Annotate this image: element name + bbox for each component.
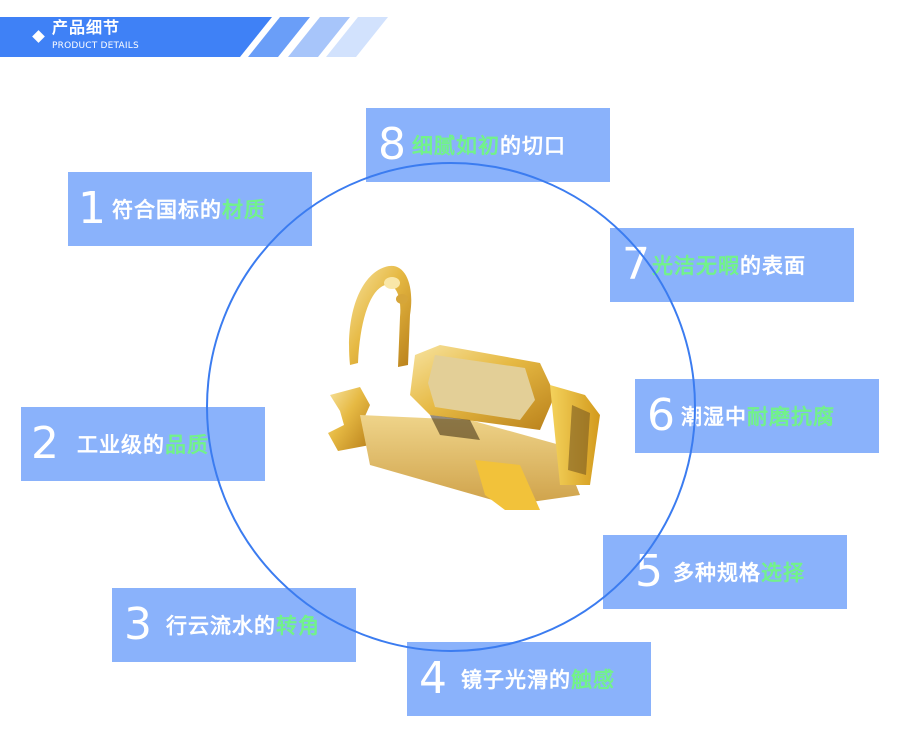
feature-number: 7 — [622, 239, 650, 290]
feature-text: 工业级的品质 — [77, 433, 209, 457]
gold-terminal-icon — [328, 265, 600, 510]
feature-number: 1 — [78, 183, 106, 234]
section-subtitle: PRODUCT DETAILS — [52, 41, 139, 51]
feature-text: 行云流水的转角 — [166, 614, 320, 638]
feature-4: 4 镜子光滑的触感 — [407, 642, 651, 716]
feature-text: 光洁无暇的表面 — [652, 254, 806, 278]
header-stripes-graphic — [0, 17, 388, 57]
feature-number: 2 — [31, 418, 59, 469]
feature-2: 2 工业级的品质 — [21, 407, 265, 481]
feature-text: 多种规格选择 — [673, 561, 805, 585]
section-title: 产品细节 — [52, 18, 121, 37]
feature-number: 4 — [419, 653, 447, 704]
feature-number: 8 — [378, 119, 406, 170]
feature-3: 3 行云流水的转角 — [112, 588, 356, 662]
feature-number: 3 — [124, 599, 152, 650]
product-image — [310, 255, 610, 525]
feature-number: 6 — [647, 390, 675, 441]
feature-7: 7 光洁无暇的表面 — [610, 228, 854, 302]
feature-8: 8 细腻如初的切口 — [366, 108, 610, 182]
feature-text: 细腻如初的切口 — [412, 134, 566, 158]
feature-number: 5 — [635, 546, 663, 597]
feature-1: 1 符合国标的材质 — [68, 172, 312, 246]
feature-5: 5 多种规格选择 — [603, 535, 847, 609]
section-header — [0, 17, 390, 57]
feature-6: 6 潮湿中耐磨抗腐 — [635, 379, 879, 453]
feature-text: 符合国标的材质 — [112, 198, 266, 222]
feature-text: 镜子光滑的触感 — [461, 668, 615, 692]
feature-text: 潮湿中耐磨抗腐 — [681, 405, 835, 429]
